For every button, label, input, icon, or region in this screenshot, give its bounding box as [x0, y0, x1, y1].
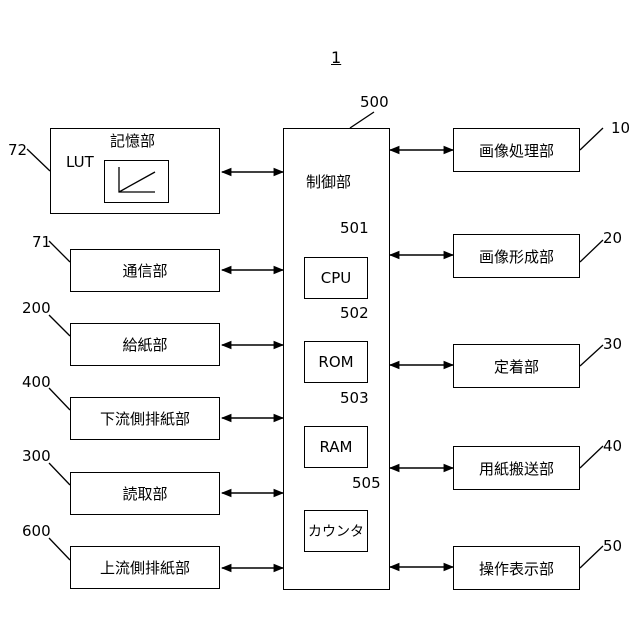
upstream-discharge-box: 上流側排紙部 [70, 546, 220, 589]
sheet-transport-label: 用紙搬送部 [479, 458, 554, 479]
figure-number: 1 [331, 50, 341, 66]
leader-10 [580, 128, 603, 150]
operation-display-box: 操作表示部 [453, 546, 580, 590]
leader-20 [580, 240, 603, 262]
upstream-discharge-ref: 600 [22, 524, 51, 539]
leader-600 [49, 538, 70, 560]
controller-label: 制御部 [306, 175, 351, 190]
reader-label: 読取部 [122, 483, 167, 504]
paper-feed-ref: 200 [22, 301, 51, 316]
rom-box: ROM [304, 341, 368, 383]
storage-ref: 72 [8, 143, 27, 158]
leader-30 [580, 345, 603, 366]
image-forming-label: 画像形成部 [479, 246, 554, 267]
image-processing-label: 画像処理部 [479, 140, 554, 161]
operation-display-label: 操作表示部 [479, 558, 554, 579]
downstream-discharge-box: 下流側排紙部 [70, 397, 220, 440]
leader-72 [27, 149, 50, 171]
downstream-discharge-label: 下流側排紙部 [100, 408, 190, 429]
reader-ref: 300 [22, 449, 51, 464]
ram-box: RAM [304, 426, 368, 468]
reader-box: 読取部 [70, 472, 220, 515]
paper-feed-label: 給紙部 [122, 334, 167, 355]
sheet-transport-ref: 40 [603, 439, 622, 454]
leader-300 [49, 463, 70, 485]
lut-table-box [104, 160, 169, 203]
paper-feed-box: 給紙部 [70, 323, 220, 366]
image-forming-ref: 20 [603, 231, 622, 246]
image-processing-ref: 10 [611, 121, 630, 136]
storage-label: 記憶部 [110, 134, 155, 149]
leader-400 [49, 388, 70, 410]
sheet-transport-box: 用紙搬送部 [453, 446, 580, 490]
leader-50 [580, 546, 603, 568]
counter-label: カウンタ [308, 521, 364, 541]
fixing-ref: 30 [603, 337, 622, 352]
counter-box: カウンタ [304, 510, 368, 552]
communication-box: 通信部 [70, 249, 220, 292]
communication-ref: 71 [32, 235, 51, 250]
counter-ref: 505 [352, 476, 381, 491]
leader-500 [350, 112, 374, 128]
ram-ref: 503 [340, 391, 369, 406]
rom-label: ROM [318, 353, 353, 371]
fixing-label: 定着部 [494, 356, 539, 377]
operation-display-ref: 50 [603, 539, 622, 554]
fixing-box: 定着部 [453, 344, 580, 388]
communication-label: 通信部 [122, 260, 167, 281]
rom-ref: 502 [340, 306, 369, 321]
lut-curve-icon [105, 161, 167, 201]
leader-40 [580, 446, 603, 468]
ram-label: RAM [319, 438, 352, 456]
downstream-discharge-ref: 400 [22, 375, 51, 390]
image-processing-box: 画像処理部 [453, 128, 580, 172]
leader-71 [49, 241, 70, 262]
leader-200 [49, 315, 70, 336]
image-forming-box: 画像形成部 [453, 234, 580, 278]
lut-label: LUT [66, 155, 94, 170]
cpu-ref: 501 [340, 221, 369, 236]
cpu-box: CPU [304, 257, 368, 299]
upstream-discharge-label: 上流側排紙部 [100, 557, 190, 578]
controller-ref: 500 [360, 95, 389, 110]
cpu-label: CPU [321, 269, 352, 287]
